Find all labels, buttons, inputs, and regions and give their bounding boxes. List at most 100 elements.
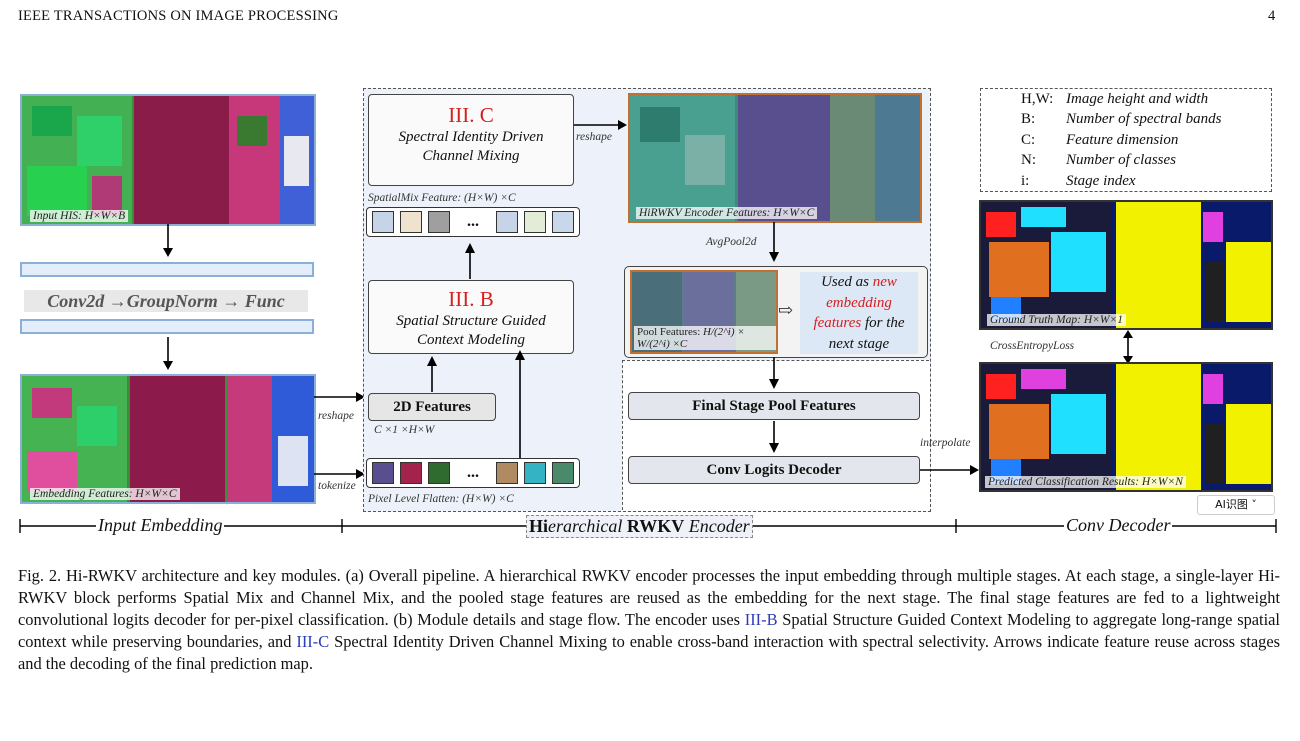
legend-value: Number of classes bbox=[1066, 152, 1176, 169]
arrow-interpolate bbox=[920, 465, 979, 475]
legend-key: B: bbox=[1021, 111, 1036, 128]
spatialmix-caption: SpatialMix Feature: (H×W) ×C bbox=[368, 192, 516, 204]
legend-key: C: bbox=[1021, 131, 1036, 148]
pixel-token-5 bbox=[524, 462, 546, 484]
input-caption: Input HIS: H×W×B bbox=[30, 210, 129, 222]
pixel-token-4 bbox=[496, 462, 518, 484]
encoder-features-image: HiRWKV Encoder Features: H×W×C bbox=[628, 93, 922, 223]
embedding-image: Embedding Features: H×W×C bbox=[20, 374, 316, 504]
chevron-down-icon: ˅ bbox=[1251, 498, 1257, 511]
arrow-final-pool bbox=[769, 357, 779, 389]
arrow-down-1 bbox=[163, 224, 173, 257]
reuse-red: new embedding bbox=[826, 274, 897, 311]
token-3 bbox=[428, 211, 450, 233]
ground-truth-graphic bbox=[981, 202, 1271, 328]
loss-label: CrossEntropyLoss bbox=[990, 340, 1075, 352]
arrow-down-2 bbox=[163, 337, 173, 370]
legend-value: Stage index bbox=[1066, 172, 1136, 189]
spatial-structure-box: III. B Spatial Structure Guided Context … bbox=[368, 280, 574, 354]
token-ellipsis: ... bbox=[467, 213, 479, 230]
timeline-conv-decoder: Conv Decoder bbox=[1064, 515, 1173, 536]
ground-truth-caption: Ground Truth Map: H×W×1 bbox=[987, 314, 1126, 326]
channel-mixing-box: III. C Spectral Identity Driven Channel … bbox=[368, 94, 574, 186]
channel-text: Spectral Identity Driven Channel Mixing bbox=[398, 129, 544, 164]
caption-link-iii-c[interactable]: III-C bbox=[296, 632, 330, 651]
pixel-token-3 bbox=[428, 462, 450, 484]
embedding-caption: Embedding Features: H×W×C bbox=[30, 488, 180, 500]
channel-title: III. C bbox=[448, 103, 494, 127]
journal-header: IEEE TRANSACTIONS ON IMAGE PROCESSING bbox=[18, 8, 339, 24]
token-6 bbox=[552, 211, 574, 233]
reuse-mid: features bbox=[813, 315, 862, 331]
legend-row: H,W: Image height and width bbox=[981, 89, 1271, 110]
pixel-token-1 bbox=[372, 462, 394, 484]
arrow-reshape bbox=[314, 392, 365, 402]
token-4 bbox=[496, 211, 518, 233]
arrow-up-1 bbox=[465, 243, 475, 279]
reuse-note: Used as new embedding features for the n… bbox=[800, 272, 918, 354]
pixel-token-6 bbox=[552, 462, 574, 484]
caption-part1: Fig. 2. Hi-RWKV architecture and key mod… bbox=[18, 566, 1280, 629]
hsi-cube-graphic bbox=[22, 96, 314, 224]
arrow-up-3 bbox=[515, 350, 525, 458]
pool-caption: Pool Features: H/(2^i) × W/(2^i) ×C bbox=[634, 326, 776, 350]
legend-row: C:Feature dimension bbox=[981, 130, 1271, 151]
pixel-token-strip: ... bbox=[366, 458, 580, 488]
timeline-encoder-part1: Hi bbox=[529, 516, 549, 536]
arrow-logits bbox=[769, 421, 779, 453]
prediction-map: Predicted Classification Results: H×W×N bbox=[979, 362, 1273, 492]
notation-legend: H,W: Image height and width B: Number of s… bbox=[980, 88, 1272, 192]
input-hsi-image: Input HIS: H×W×B bbox=[20, 94, 316, 226]
timeline-encoder-part4: Encoder bbox=[684, 516, 750, 536]
token-5 bbox=[524, 211, 546, 233]
ground-truth-map: Ground Truth Map: H×W×1 bbox=[979, 200, 1273, 330]
interpolate-label: interpolate bbox=[920, 437, 971, 449]
timeline-encoder: Hierarchical RWKV Encoder bbox=[526, 515, 753, 538]
conv-logits-box: Conv Logits Decoder bbox=[628, 456, 920, 484]
encoder-cutout-border bbox=[622, 360, 929, 510]
legend-key: i: bbox=[1021, 172, 1030, 189]
features-2d-dims: C ×1 ×H×W bbox=[374, 424, 435, 436]
arrow-bidirectional bbox=[1123, 330, 1133, 364]
timeline-input-embedding: Input Embedding bbox=[96, 515, 225, 536]
legend-value: Image height and width bbox=[1066, 90, 1209, 107]
features-2d-box: 2D Features bbox=[368, 393, 496, 421]
conv-band-bottom bbox=[20, 319, 314, 334]
prediction-caption: Predicted Classification Results: H×W×N bbox=[985, 476, 1186, 488]
avgpool-label: AvgPool2d bbox=[706, 236, 757, 248]
legend-value: Number of spectral bands bbox=[1066, 111, 1222, 128]
final-pool-box: Final Stage Pool Features bbox=[628, 392, 920, 420]
token-2 bbox=[400, 211, 422, 233]
pool-features-image: Pool Features: H/(2^i) × W/(2^i) ×C bbox=[630, 270, 778, 354]
caption-part2: Spatial Structure Guided Context Modelin… bbox=[18, 610, 1280, 651]
ai-recognize-label: AI识图 bbox=[1215, 498, 1248, 511]
ai-recognize-button[interactable]: AI识图 ˅ bbox=[1197, 495, 1275, 515]
reuse-post: for the next stage bbox=[828, 315, 905, 352]
legend-row: i: Stage index bbox=[981, 171, 1271, 192]
timeline-encoder-part2: erarchical bbox=[548, 516, 627, 536]
encoder-features-graphic bbox=[630, 95, 920, 221]
legend-key: H,W: bbox=[1021, 90, 1054, 107]
caption-part3: Spectral Identity Driven Channel Mixing … bbox=[18, 632, 1280, 673]
tokenize-label: tokenize bbox=[318, 480, 356, 492]
spatialmix-token-strip: ... bbox=[366, 207, 580, 237]
spatial-text: Spatial Structure Guided Context Modelin… bbox=[396, 313, 546, 348]
pixel-flatten-caption: Pixel Level Flatten: (H×W) ×C bbox=[368, 493, 514, 505]
pool-caption-text: Pool Features: bbox=[637, 326, 701, 338]
conv-layer-label: Conv2d →GroupNorm → Func bbox=[24, 290, 308, 312]
encoder-features-caption: HiRWKV Encoder Features: H×W×C bbox=[636, 207, 818, 219]
legend-row: N: Number of classes bbox=[981, 151, 1271, 172]
embedding-cube-graphic bbox=[22, 376, 314, 502]
pixel-ellipsis: ... bbox=[467, 464, 479, 481]
arrow-reshape-top bbox=[574, 120, 627, 130]
conv-band-top bbox=[20, 262, 314, 277]
arrow-tokenize bbox=[314, 469, 365, 479]
caption-link-iii-b[interactable]: III-B bbox=[744, 610, 778, 629]
page-number: 4 bbox=[1268, 8, 1276, 24]
legend-key: N: bbox=[1021, 152, 1036, 169]
prediction-graphic bbox=[981, 364, 1271, 490]
pixel-token-2 bbox=[400, 462, 422, 484]
spatial-title: III. B bbox=[448, 287, 494, 311]
legend-row: B: Number of spectral bands bbox=[981, 110, 1271, 131]
reshape-label: reshape bbox=[318, 410, 354, 422]
